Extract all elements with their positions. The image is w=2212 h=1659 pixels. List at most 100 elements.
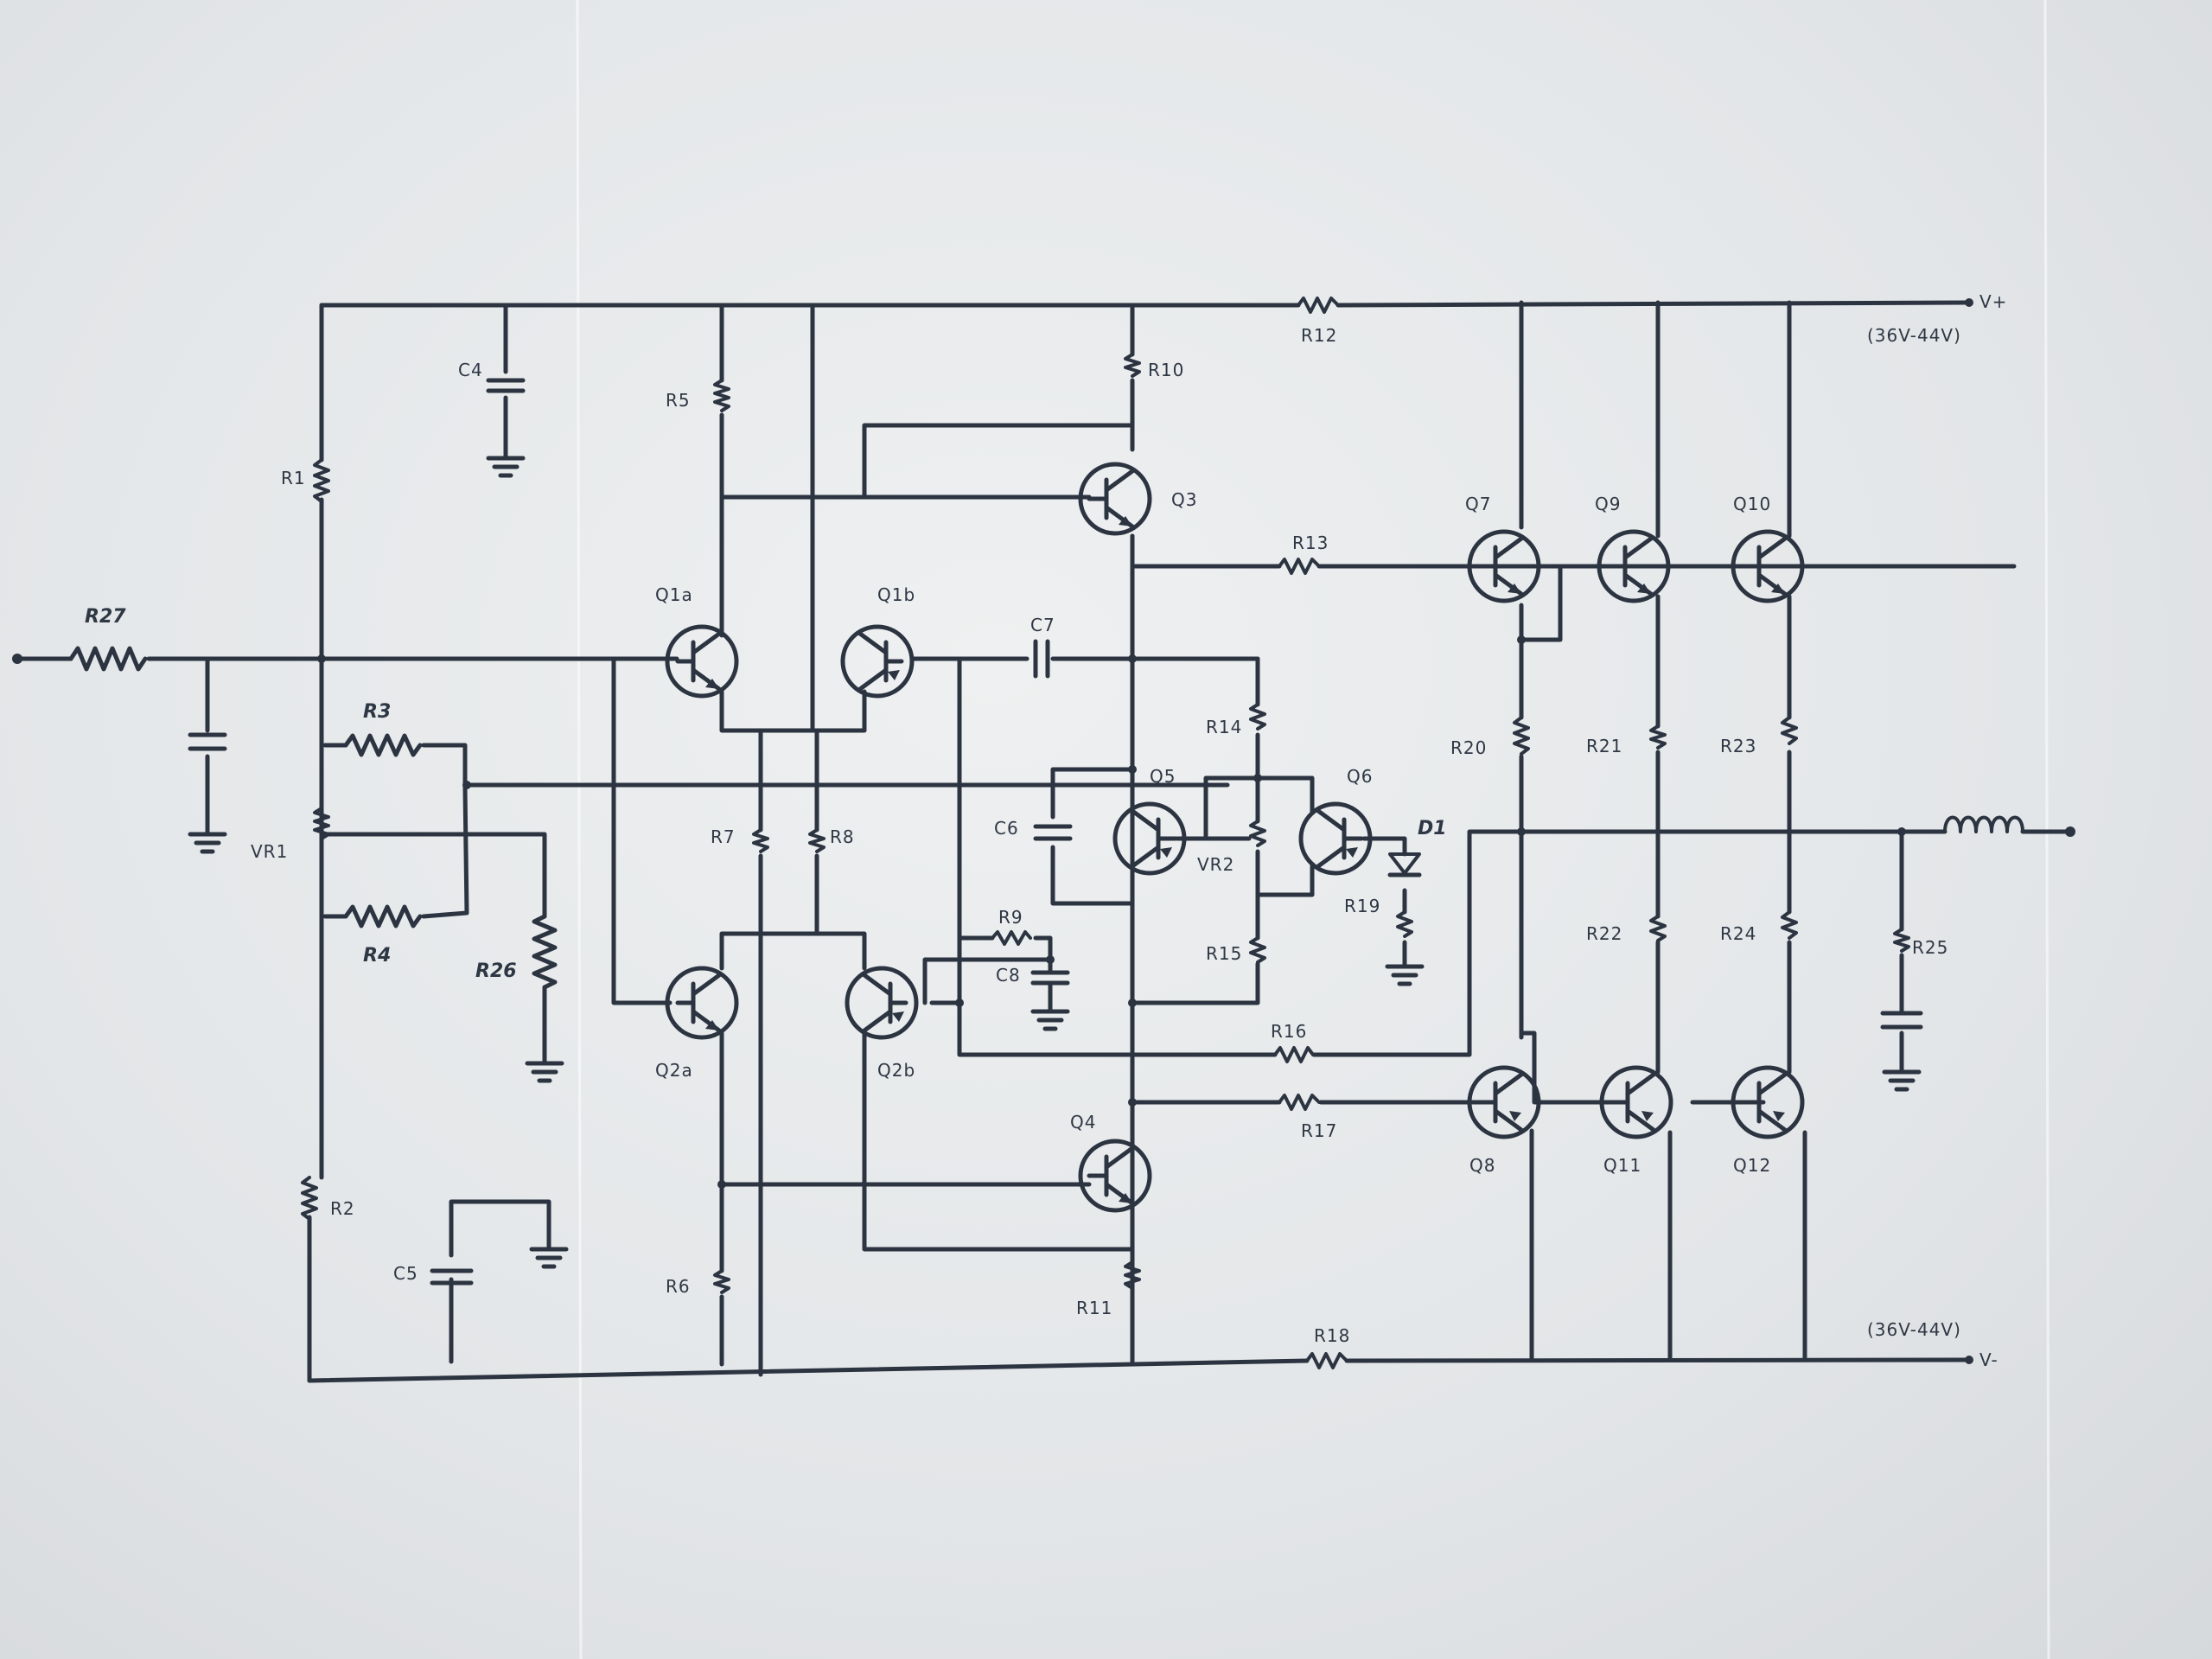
c8-label: C8 [996,965,1021,986]
q11-label: Q11 [1603,1155,1641,1176]
r2-resistor-icon [301,1176,318,1221]
vr1-label: VR1 [251,841,288,862]
r4-resistor-icon [343,904,423,928]
r3-label: R3 [363,701,391,723]
vr1-resistor-icon [313,807,330,840]
r23-resistor-icon [1781,716,1798,745]
q8-transistor-icon [1467,1065,1541,1139]
ground-icon [1030,1000,1070,1031]
r9-label: R9 [998,907,1023,928]
r6-resistor-icon [713,1269,730,1294]
q1b-transistor-icon [840,624,915,699]
q9-transistor-icon [1597,529,1671,603]
q5-label: Q5 [1150,766,1176,787]
ground-icon [529,1238,569,1269]
output-terminal-icon[interactable] [2065,826,2075,837]
r27-label: R27 [85,606,126,628]
r11-resistor-icon [1124,1260,1141,1290]
r25-label: R25 [1912,937,1948,958]
vr2-label: VR2 [1197,854,1234,875]
q8-label: Q8 [1469,1155,1495,1176]
r20-label: R20 [1450,737,1487,758]
transistors [665,462,1805,1213]
r5-resistor-icon [713,379,730,412]
q9-label: Q9 [1595,494,1621,514]
r21-resistor-icon [1649,724,1667,750]
r8-resistor-icon [808,828,826,853]
q7-label: Q7 [1465,494,1491,514]
r15-resistor-icon [1249,936,1266,964]
d1-label: D1 [1418,818,1447,839]
r5-label: R5 [666,390,691,411]
q1a-transistor-icon [665,624,739,699]
q1b-label: Q1b [877,584,915,605]
c6-capacitor-icon [1033,824,1073,841]
r10-label: R10 [1148,360,1184,380]
q4-transistor-icon [1078,1139,1152,1213]
r20-resistor-icon [1513,716,1530,756]
cin-capacitor-icon [188,732,227,751]
labels: R27 R1 R2 R3 R4 R26 VR1 R5 R6 R7 R8 R9 R… [85,291,2007,1370]
r26-resistor-icon [532,914,558,990]
q7-transistor-icon [1467,529,1541,603]
q6-label: Q6 [1347,766,1373,787]
r22-label: R22 [1586,923,1622,944]
r14-label: R14 [1206,717,1242,737]
r1-label: R1 [281,468,306,488]
r15-label: R15 [1206,943,1242,964]
vplus-label: V+ [1979,291,2007,312]
q2b-transistor-icon [845,966,919,1040]
r10-resistor-icon [1124,353,1141,378]
r12-resistor-icon [1297,297,1340,314]
r27-resistor-icon [68,646,148,672]
q12-label: Q12 [1733,1155,1771,1176]
capacitors [188,378,1923,1286]
c7-capacitor-icon [1033,639,1050,679]
r6-label: R6 [666,1276,691,1297]
q2a-label: Q2a [655,1060,693,1081]
q11-transistor-icon [1599,1065,1673,1139]
junctions [12,298,2075,1364]
c8-capacitor-icon [1030,970,1070,986]
r14-resistor-icon [1249,703,1266,731]
r1-resistor-icon [313,458,330,503]
c5-label: C5 [393,1263,418,1284]
r7-resistor-icon [752,828,769,853]
r26-label: R26 [475,960,517,982]
ground-icon [486,447,526,478]
c9-capacitor-icon [1880,1011,1923,1030]
r24-label: R24 [1720,923,1756,944]
r17-label: R17 [1301,1120,1337,1141]
output-inductor-icon [1943,815,2024,833]
c7-label: C7 [1030,615,1055,635]
r17-resistor-icon [1278,1094,1321,1111]
ground-icon [1385,955,1425,986]
r19-resistor-icon [1396,910,1413,938]
q5-transistor-icon [1112,801,1187,876]
vplus-terminal-icon[interactable] [1965,298,1973,307]
r16-resistor-icon [1273,1046,1315,1063]
r7-label: R7 [711,826,736,847]
r9-resistor-icon [991,930,1032,946]
input-terminal-icon[interactable] [12,654,22,664]
r22-resistor-icon [1649,915,1667,942]
r2-label: R2 [330,1198,355,1219]
q1a-label: Q1a [655,584,693,605]
q2a-transistor-icon [665,966,739,1040]
vr2-resistor-icon [1249,820,1266,847]
r13-label: R13 [1292,533,1329,553]
vminus-terminal-icon[interactable] [1965,1356,1973,1364]
r11-label: R11 [1076,1298,1112,1318]
wires [15,300,2073,1383]
supply-voltage-top: (36V-44V) [1867,325,1961,346]
r8-label: R8 [830,826,855,847]
vminus-label: V- [1979,1350,1998,1370]
r4-label: R4 [363,945,391,967]
supply-voltage-bottom: (36V-44V) [1867,1319,1961,1340]
ground-icon [525,1052,564,1083]
q4-label: Q4 [1070,1112,1096,1133]
q10-label: Q10 [1733,494,1771,514]
grounds [188,447,1922,1269]
q10-transistor-icon [1731,529,1805,603]
